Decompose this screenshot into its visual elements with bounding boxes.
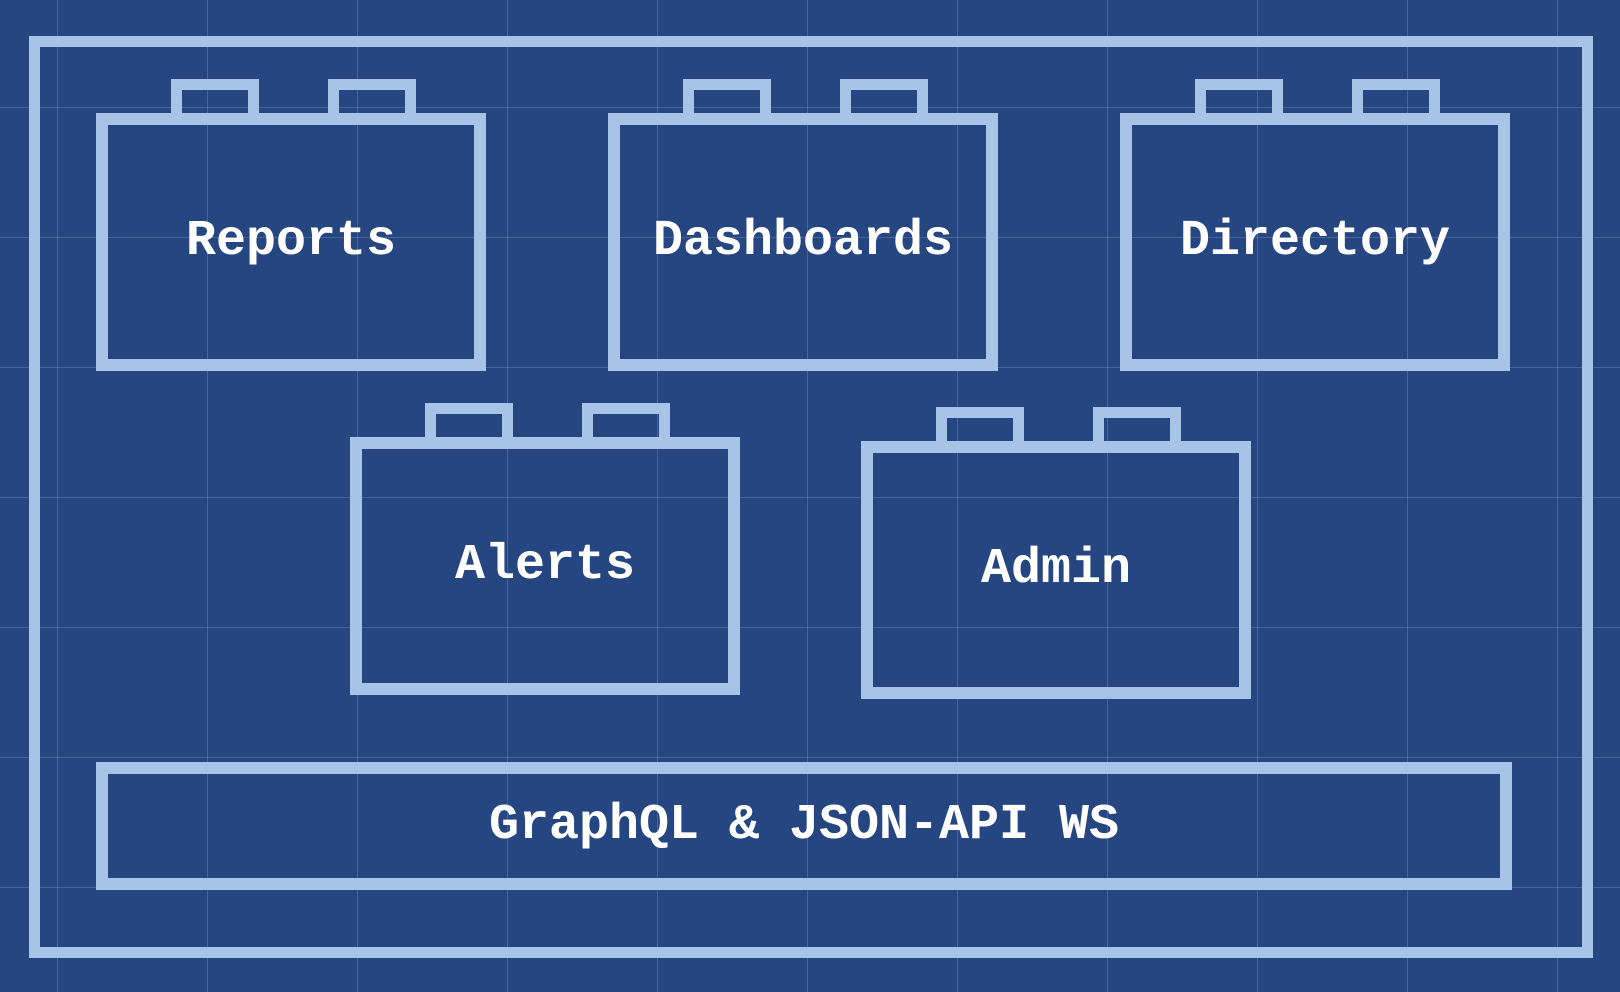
module-dashboards-connector-left bbox=[683, 79, 771, 125]
module-reports-connector-right bbox=[328, 79, 416, 125]
system-boundary-frame bbox=[29, 36, 1593, 958]
api-bus-label: GraphQL & JSON-API WS bbox=[488, 797, 1120, 854]
module-reports-label: Reports bbox=[185, 213, 397, 270]
module-directory-connector-left bbox=[1195, 79, 1283, 125]
module-admin-connector-left bbox=[936, 407, 1024, 453]
module-reports: Reports bbox=[96, 79, 486, 371]
module-dashboards: Dashboards bbox=[608, 79, 998, 371]
module-alerts-connector-left bbox=[425, 403, 513, 449]
module-dashboards-label: Dashboards bbox=[652, 213, 954, 270]
module-admin: Admin bbox=[861, 407, 1251, 699]
module-directory-connector-right bbox=[1352, 79, 1440, 125]
module-directory-label: Directory bbox=[1179, 213, 1451, 270]
module-directory: Directory bbox=[1120, 79, 1510, 371]
module-admin-connector-right bbox=[1093, 407, 1181, 453]
module-alerts-label: Alerts bbox=[454, 537, 636, 594]
module-dashboards-connector-right bbox=[840, 79, 928, 125]
module-admin-label: Admin bbox=[980, 541, 1132, 598]
api-bus: GraphQL & JSON-API WS bbox=[96, 762, 1512, 890]
module-alerts: Alerts bbox=[350, 403, 740, 695]
module-reports-connector-left bbox=[171, 79, 259, 125]
module-alerts-connector-right bbox=[582, 403, 670, 449]
